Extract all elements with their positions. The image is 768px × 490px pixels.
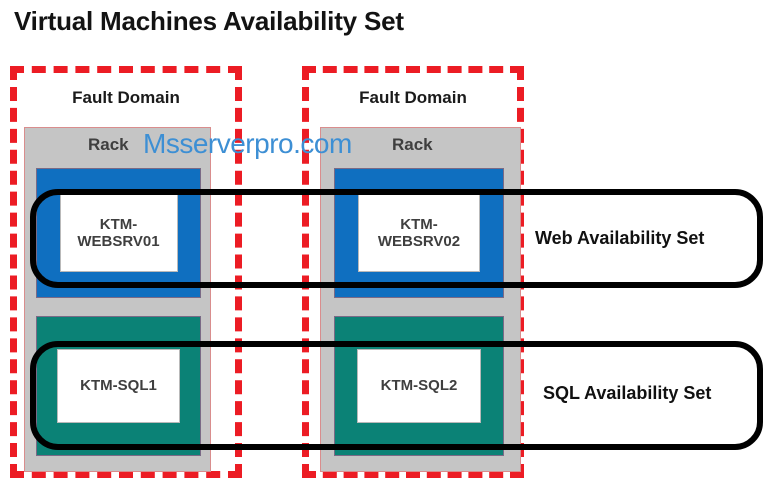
rack-right-label: Rack <box>392 135 433 154</box>
vm-ktm-sql1[interactable]: KTM-SQL1 <box>36 316 201 456</box>
page-title: Virtual Machines Availability Set <box>14 6 404 36</box>
fault-domain-right-label: Fault Domain <box>359 88 467 107</box>
fault-domain-left-label: Fault Domain <box>72 88 180 107</box>
rack-left-label: Rack <box>88 135 129 154</box>
vm-ktm-sql2-label: KTM-SQL2 <box>357 349 481 423</box>
vm-ktm-sql2[interactable]: KTM-SQL2 <box>334 316 504 456</box>
vm-ktm-websrv02-label: KTM- WEBSRV02 <box>358 194 480 272</box>
web-availability-set-label: Web Availability Set <box>535 228 705 248</box>
vm-ktm-sql1-label: KTM-SQL1 <box>57 349 180 423</box>
watermark: Msserverpro.com <box>143 128 352 159</box>
sql-availability-set-label: SQL Availability Set <box>543 383 712 403</box>
vm-ktm-websrv01-label: KTM- WEBSRV01 <box>59 194 178 272</box>
fault-domain-left <box>10 66 242 478</box>
sql-availability-set-outline <box>30 341 763 450</box>
web-availability-set-outline <box>30 189 763 288</box>
